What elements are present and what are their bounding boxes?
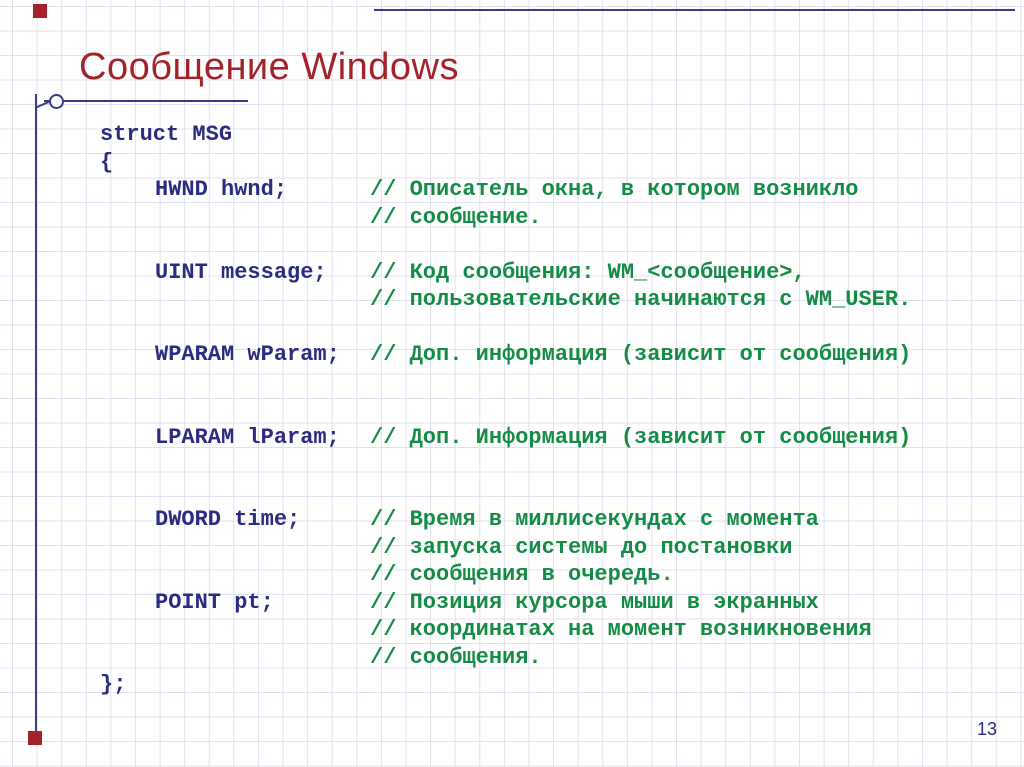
code-line: // сообщения в очередь. xyxy=(100,561,1024,589)
code-declaration: { xyxy=(100,149,114,175)
code-comment: // Доп. информация (зависит от сообщения… xyxy=(370,342,912,367)
code-comment: // координатах на момент возникновения xyxy=(370,617,872,642)
code-line: struct MSG xyxy=(100,121,1024,149)
code-line xyxy=(100,231,1024,259)
code-line: // сообщение. xyxy=(100,204,1024,232)
code-comment: // Код сообщения: WM_<сообщение>, xyxy=(370,259,806,285)
code-line: DWORD time; // Время в миллисекундах с мо… xyxy=(100,506,1024,534)
code-declaration: struct MSG xyxy=(100,122,233,147)
code-line xyxy=(100,451,1024,479)
page-number: 13 xyxy=(977,719,998,739)
code-comment: // Время в миллисекундах с момента xyxy=(370,507,819,532)
code-line: { xyxy=(100,149,1024,177)
code-comment: // сообщение. xyxy=(370,204,542,230)
code-line xyxy=(100,369,1024,397)
bottom-left-accent-square xyxy=(28,731,42,745)
code-comment: // Доп. Информация (зависит от сообщения… xyxy=(370,424,912,450)
code-declaration: HWND hwnd; xyxy=(155,177,288,202)
slide-title: Сообщение Windows xyxy=(79,46,460,88)
code-line: WPARAM wParam; // Доп. информация (зависи… xyxy=(100,341,1024,369)
code-line xyxy=(100,479,1024,507)
code-declaration: POINT pt; xyxy=(155,589,274,615)
code-comment: // пользовательские начинаются с WM_USER… xyxy=(370,287,912,312)
code-comment: // Описатель окна, в котором возникло xyxy=(370,177,859,202)
code-line: // сообщения. xyxy=(100,644,1024,672)
code-comment: // Позиция курсора мыши в экранных xyxy=(370,589,819,615)
code-line xyxy=(100,396,1024,424)
code-line: UINT message; // Код сообщения: WM_<сообщ… xyxy=(100,259,1024,287)
code-line: HWND hwnd; // Описатель окна, в котором в… xyxy=(100,176,1024,204)
top-left-accent-square xyxy=(33,4,47,18)
code-line: POINT pt; // Позиция курсора мыши в экран… xyxy=(100,589,1024,617)
code-block: struct MSG{ HWND hwnd; // Описатель окна, … xyxy=(100,121,1024,699)
code-comment: // сообщения. xyxy=(370,644,542,670)
title-rule-circle-ornament xyxy=(49,94,64,109)
title-underline xyxy=(44,100,248,102)
code-declaration: UINT message; xyxy=(155,259,327,285)
code-line: }; xyxy=(100,671,1024,699)
code-line: // координатах на момент возникновения xyxy=(100,616,1024,644)
code-declaration: LPARAM lParam; xyxy=(155,424,340,450)
top-rule xyxy=(374,9,1015,11)
code-line: // запуска системы до постановки xyxy=(100,534,1024,562)
code-declaration: DWORD time; xyxy=(155,507,301,532)
code-declaration: }; xyxy=(100,672,127,697)
code-declaration: WPARAM wParam; xyxy=(155,342,340,367)
code-line: // пользовательские начинаются с WM_USER… xyxy=(100,286,1024,314)
code-comment: // запуска системы до постановки xyxy=(370,534,793,560)
code-line: LPARAM lParam; // Доп. Информация (зависи… xyxy=(100,424,1024,452)
code-comment: // сообщения в очередь. xyxy=(370,562,674,587)
code-line xyxy=(100,314,1024,342)
left-rule xyxy=(35,94,37,734)
